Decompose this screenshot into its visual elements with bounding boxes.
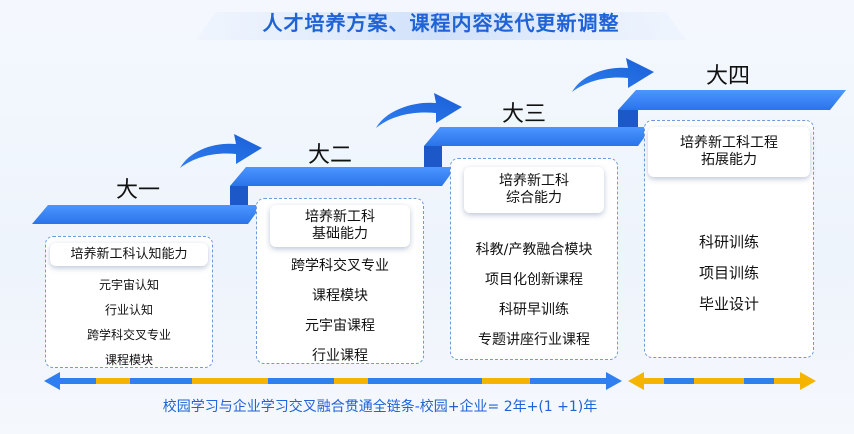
list-item: 课程模块: [312, 288, 368, 304]
list-item: 科教/产教融合模块: [475, 242, 593, 258]
list-item: 跨学科交叉专业: [291, 258, 389, 274]
title-banner: [196, 12, 686, 40]
list-item: 元宇宙课程: [305, 318, 375, 334]
stage-items-4: 科研训练 项目训练 毕业设计: [645, 227, 813, 320]
list-item: 专题讲座行业课程: [478, 332, 590, 348]
stage-items-2: 跨学科交叉专业 课程模块 元宇宙课程 行业课程: [257, 251, 423, 371]
stage-heading-2: 培养新工科 基础能力: [270, 205, 410, 247]
stage-items-1: 元宇宙认知 行业认知 跨学科交叉专业 课程模块: [46, 273, 212, 373]
arrow-icon: [180, 134, 262, 168]
list-item: 行业课程: [312, 348, 368, 364]
stair-treads: [32, 90, 846, 224]
list-item: 科研早训练: [499, 302, 569, 318]
list-item: 行业认知: [104, 303, 153, 317]
stage-heading-3: 培养新工科 综合能力: [464, 167, 604, 213]
progress-arrows: [180, 58, 654, 168]
diagram-title: 人才培养方案、课程内容迭代更新调整: [262, 11, 620, 35]
stage-panel-4: 培养新工科工程 拓展能力 科研训练 项目训练 毕业设计: [644, 120, 814, 358]
list-item: 科研训练: [698, 233, 759, 251]
list-item: 跨学科交叉专业: [86, 328, 171, 342]
stage-panel-2: 培养新工科 基础能力 跨学科交叉专业 课程模块 元宇宙课程 行业课程: [256, 198, 424, 364]
year-label-3: 大三: [502, 102, 547, 127]
list-item: 元宇宙认知: [98, 278, 159, 292]
stage-heading-1: 培养新工科认知能力: [50, 243, 208, 266]
list-item: 课程模块: [104, 353, 153, 367]
footer-caption: 校园学习与企业学习交叉融合贯通全链条-校园+企业= 2年+(1 +1)年: [162, 399, 598, 415]
timeline-arrow-school: [44, 372, 622, 390]
arrow-icon: [376, 93, 462, 128]
year-label-2: 大二: [308, 143, 353, 168]
timeline-arrow-enterprise: [628, 372, 816, 390]
list-item: 项目训练: [698, 264, 759, 282]
list-item: 毕业设计: [698, 295, 759, 313]
year-label-4: 大四: [706, 64, 751, 89]
year-label-1: 大一: [116, 178, 161, 203]
stage-panel-3: 培养新工科 综合能力 科教/产教融合模块 项目化创新课程 科研早训练 专题讲座行…: [450, 158, 618, 360]
stage-panel-1: 培养新工科认知能力 元宇宙认知 行业认知 跨学科交叉专业 课程模块: [45, 236, 213, 368]
stage-heading-4: 培养新工科工程 拓展能力: [648, 127, 810, 177]
stage-items-3: 科教/产教融合模块 项目化创新课程 科研早训练 专题讲座行业课程: [451, 235, 617, 355]
list-item: 项目化创新课程: [485, 272, 583, 288]
arrow-icon: [572, 58, 654, 92]
